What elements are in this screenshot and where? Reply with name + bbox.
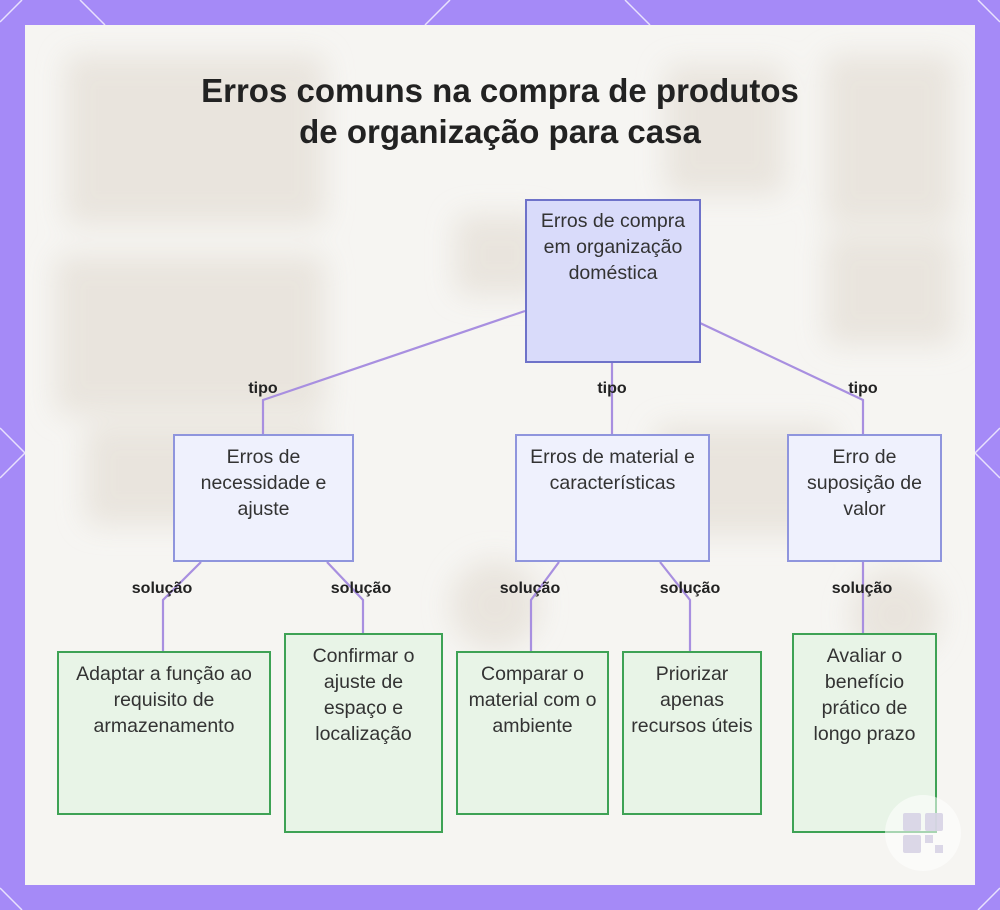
edge-label-solucao-4: solução bbox=[660, 580, 720, 598]
edge-label-solucao-1: solução bbox=[132, 580, 192, 598]
edge-root-need-fit bbox=[263, 311, 525, 435]
edge-need-fit-function bbox=[163, 562, 201, 652]
node-sol-material: Comparar o material com o ambiente bbox=[456, 651, 609, 815]
edge-material-useful bbox=[660, 562, 690, 652]
edge-label-solucao-3: solução bbox=[500, 580, 560, 598]
node-value: Erro de suposição de valor bbox=[787, 434, 942, 562]
node-need-fit-label: Erros de necessidade e ajuste bbox=[181, 444, 346, 522]
node-sol-space-label: Confirmar o ajuste de espaço e localizaç… bbox=[292, 643, 435, 747]
edge-material-material bbox=[531, 562, 559, 652]
node-sol-function: Adaptar a função ao requisito de armazen… bbox=[57, 651, 271, 815]
edge-label-solucao-5: solução bbox=[832, 580, 892, 598]
edge-need-fit-space bbox=[327, 562, 363, 634]
node-sol-useful-label: Priorizar apenas recursos úteis bbox=[630, 661, 754, 739]
node-sol-benefit-label: Avaliar o benefício prático de longo pra… bbox=[800, 643, 929, 747]
node-sol-space: Confirmar o ajuste de espaço e localizaç… bbox=[284, 633, 443, 833]
node-root: Erros de compra em organização doméstica bbox=[525, 199, 701, 363]
node-sol-material-label: Comparar o material com o ambiente bbox=[464, 661, 601, 739]
edge-root-value bbox=[700, 323, 863, 435]
node-sol-useful: Priorizar apenas recursos úteis bbox=[622, 651, 762, 815]
node-material: Erros de material e características bbox=[515, 434, 710, 562]
node-need-fit: Erros de necessidade e ajuste bbox=[173, 434, 354, 562]
edge-label-tipo-left: tipo bbox=[248, 380, 277, 398]
edge-label-solucao-2: solução bbox=[331, 580, 391, 598]
node-sol-function-label: Adaptar a função ao requisito de armazen… bbox=[65, 661, 263, 739]
node-value-label: Erro de suposição de valor bbox=[795, 444, 934, 522]
logo-watermark-icon bbox=[883, 793, 963, 873]
node-material-label: Erros de material e características bbox=[523, 444, 702, 496]
edge-label-tipo-center: tipo bbox=[597, 380, 626, 398]
node-root-label: Erros de compra em organização doméstica bbox=[533, 208, 693, 286]
edge-label-tipo-right: tipo bbox=[848, 380, 877, 398]
